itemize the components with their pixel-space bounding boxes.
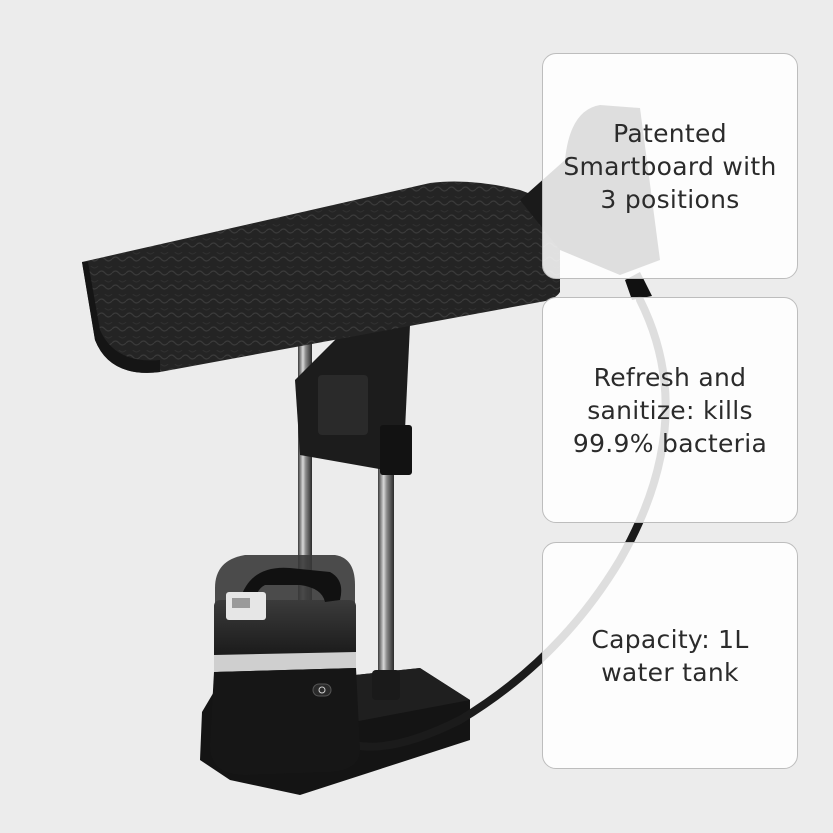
power-button-icon	[312, 683, 332, 697]
feature-text: Patented Smartboard with 3 positions	[563, 118, 777, 214]
tank-handle	[240, 567, 342, 605]
feature-card-sanitize: Refresh and sanitize: kills 99.9% bacter…	[542, 297, 798, 523]
feature-text: Capacity: 1L water tank	[591, 624, 749, 687]
feature-card-capacity: Capacity: 1L water tank	[542, 542, 798, 769]
ironing-board	[82, 181, 560, 373]
feature-card-smartboard: Patented Smartboard with 3 positions	[542, 53, 798, 279]
feature-text: Refresh and sanitize: kills 99.9% bacter…	[572, 362, 768, 458]
